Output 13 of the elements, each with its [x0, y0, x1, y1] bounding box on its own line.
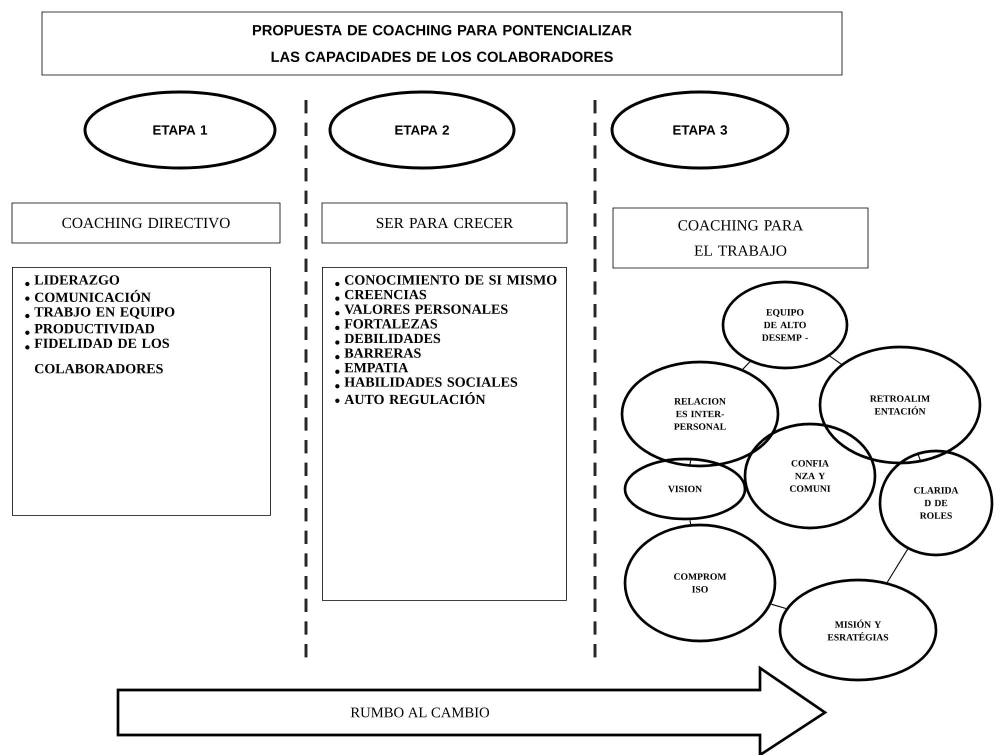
- connector-line: [830, 356, 842, 364]
- connector-line: [916, 452, 922, 462]
- heading-box: SER PARA CRECER: [322, 202, 568, 244]
- connector-line: [688, 458, 692, 467]
- connector-line: [886, 549, 908, 583]
- title-box: PROPUESTA DE COACHING PARA PONTENCIALIZAR LAS CAPACIDADES DE LOS COLABORADORES: [42, 12, 842, 76]
- connector-line: [689, 520, 692, 524]
- connector-line: [771, 604, 786, 610]
- bullet-list-box: CONOCIMIENTO DE SI MISMO CREENCIAS VALORES PERSONALES FORTALEZAS DEBILIDADES BARRERAS EMPATIA HABILIDADES SOCIALES AUTO REGULACIÓN: [322, 266, 567, 601]
- heading-box: COACHING PARA EL TRABAJO: [612, 208, 868, 268]
- heading-box: COACHING DIRECTIVO: [12, 202, 280, 244]
- bullet-list-box: LIDERAZGO COMUNICACIÓN TRABJO EN EQUIPO PRODUCTIVIDAD FIDELIDAD DE LOS COLABORADORES: [12, 266, 271, 516]
- connector-line: [742, 361, 750, 370]
